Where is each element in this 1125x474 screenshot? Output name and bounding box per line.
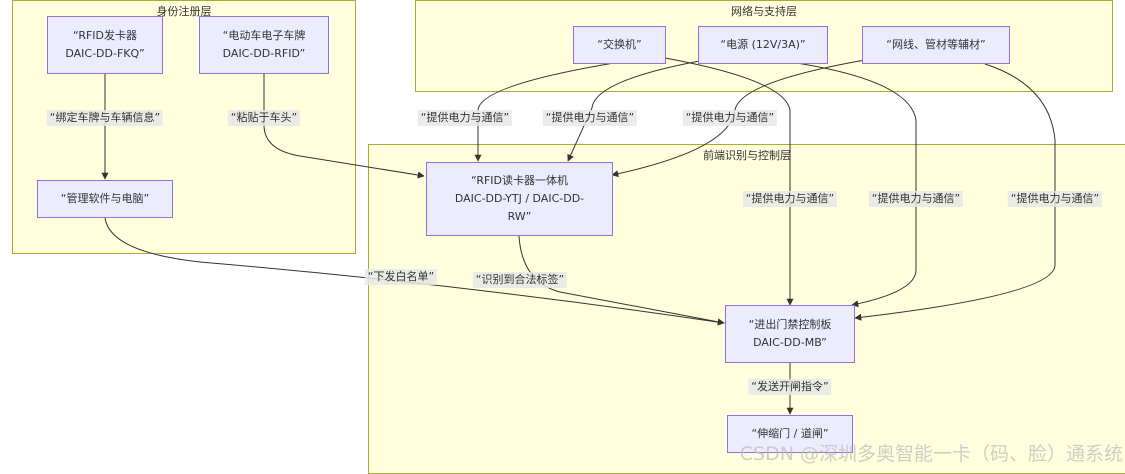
door-controller-node[interactable]: “进出门禁控制板 DAIC-DD-MB” (725, 305, 855, 363)
edge-power-to-reader (567, 59, 706, 162)
cluster-title-identity: 身份注册层 (156, 5, 212, 18)
csdn-watermark: CSDN @深圳多奥智能一卡（码、脸）通系统 (739, 443, 1123, 465)
mgmt-pc-node[interactable]: “管理软件与电脑” (37, 180, 173, 218)
edge-label-power-controller: “提供电力与通信” (868, 191, 964, 207)
edge-label-open-command: “发送开闸指令” (748, 379, 832, 395)
edge-switch-to-controller (664, 57, 794, 306)
edge-label-switch-controller: “提供电力与通信” (742, 191, 838, 207)
cluster-title-network: 网络与支持层 (731, 5, 797, 18)
edge-label-switch-reader: “提供电力与通信” (417, 110, 513, 126)
edge-label-recognized: “识别到合法标签” (472, 272, 568, 288)
edge-cables-to-controller (854, 63, 1056, 321)
switch-node[interactable]: “交换机” (573, 26, 666, 64)
edge-switch-to-reader (474, 61, 621, 162)
edge-label-cables-controller: “提供电力与通信” (1007, 191, 1103, 207)
edge-label-whitelist: “下发白名单” (364, 269, 438, 285)
ev-plate-node[interactable]: “电动车电子车牌 DAIC-DD-RFID” (199, 16, 329, 74)
cluster-title-frontend: 前端识别与控制层 (703, 149, 791, 162)
cables-node[interactable]: “网线、管材等辅材” (862, 26, 1010, 64)
power-node[interactable]: “电源 (12V/3A)” (698, 26, 828, 64)
edge-label-power-reader: “提供电力与通信” (542, 110, 638, 126)
edge-mgmt-to-controller (104, 217, 725, 326)
edge-label-stick: “粘贴于车头” (227, 110, 301, 126)
gate-node[interactable]: “伸缩门 / 道闸” (727, 415, 853, 453)
rfid-issuer-node[interactable]: “RFID发卡器 DAIC-DD-FKQ” (47, 16, 163, 74)
edge-power-to-controller (789, 61, 917, 308)
rfid-reader-node[interactable]: “RFID读卡器一体机 DAIC-DD-YTJ / DAIC-DD- RW” (426, 162, 613, 236)
edge-label-cables-reader: “提供电力与通信” (682, 110, 778, 126)
edge-label-bind: “绑定车牌与车辆信息” (46, 110, 164, 126)
